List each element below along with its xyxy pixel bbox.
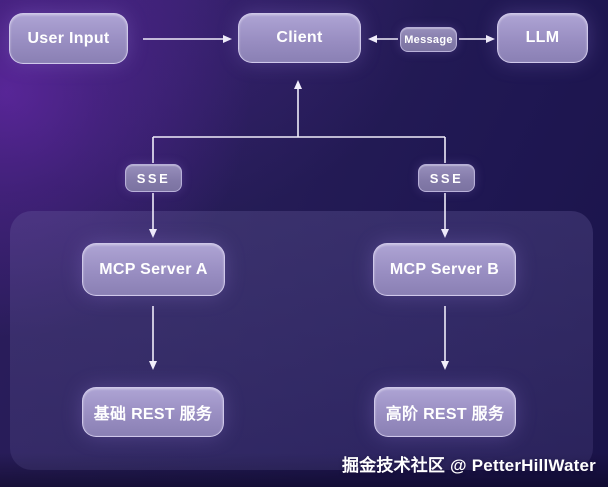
watermark-text: 掘金技术社区 @ PetterHillWater — [341, 456, 596, 475]
node-client: Client — [238, 13, 361, 63]
arrowhead-right-llm — [486, 35, 495, 43]
node-mcp-server-a: MCP Server A — [82, 243, 225, 296]
arrowhead-up-client — [294, 80, 302, 89]
node-sse-left: SSE — [125, 164, 182, 192]
node-rest-basic-service: 基础 REST 服务 — [82, 387, 224, 437]
node-llm: LLM — [497, 13, 588, 63]
node-mcp-server-b: MCP Server B — [373, 243, 516, 296]
node-message-label: Message — [400, 27, 457, 52]
node-user-input: User Input — [9, 13, 128, 64]
arrowhead-left-client — [368, 35, 377, 43]
node-rest-advanced-service: 高阶 REST 服务 — [374, 387, 516, 437]
arrowhead-right-client — [223, 35, 232, 43]
node-sse-right: SSE — [418, 164, 475, 192]
